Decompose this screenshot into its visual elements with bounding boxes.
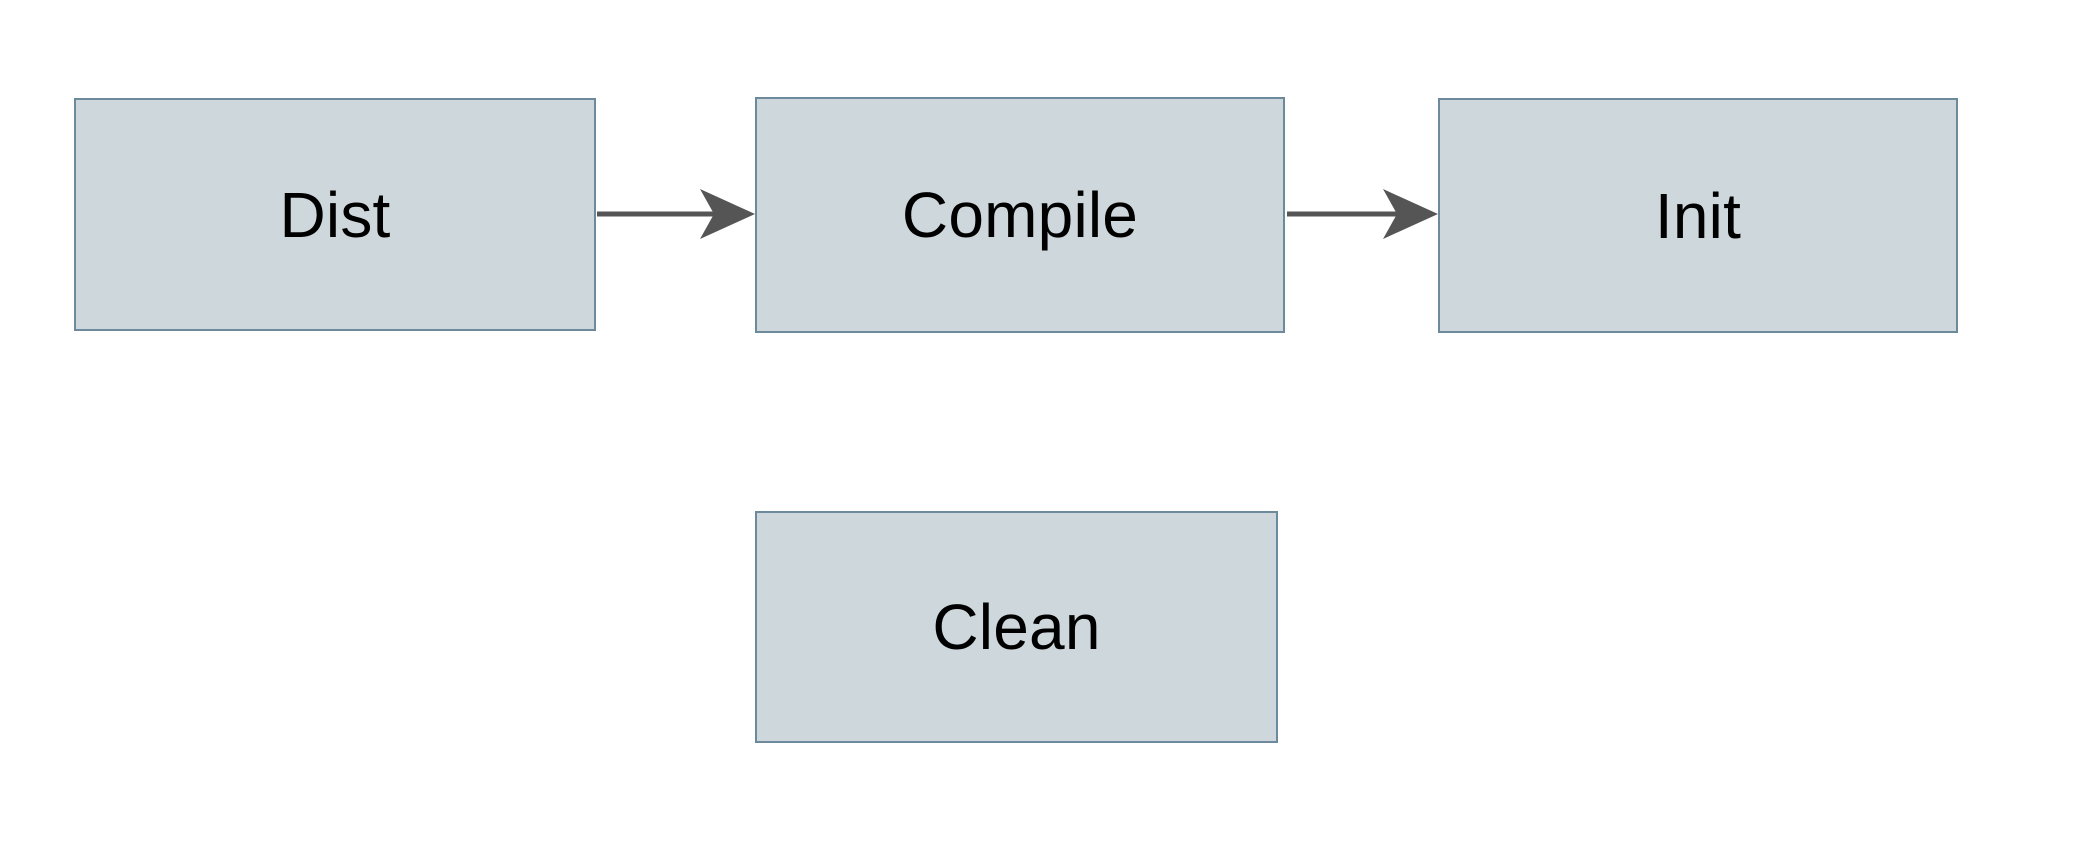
node-init-label: Init xyxy=(1654,179,1742,252)
node-dist[interactable]: Dist xyxy=(74,98,596,331)
node-clean-label: Clean xyxy=(932,591,1101,663)
edge-dist-to-compile[interactable] xyxy=(597,189,755,239)
edge-compile-to-init[interactable] xyxy=(1287,189,1438,239)
node-dist-label: Dist xyxy=(279,178,391,251)
node-compile[interactable]: Compile xyxy=(755,97,1285,333)
node-init[interactable]: Init xyxy=(1438,98,1958,333)
node-compile-label: Compile xyxy=(901,179,1139,251)
node-clean[interactable]: Clean xyxy=(755,511,1278,743)
